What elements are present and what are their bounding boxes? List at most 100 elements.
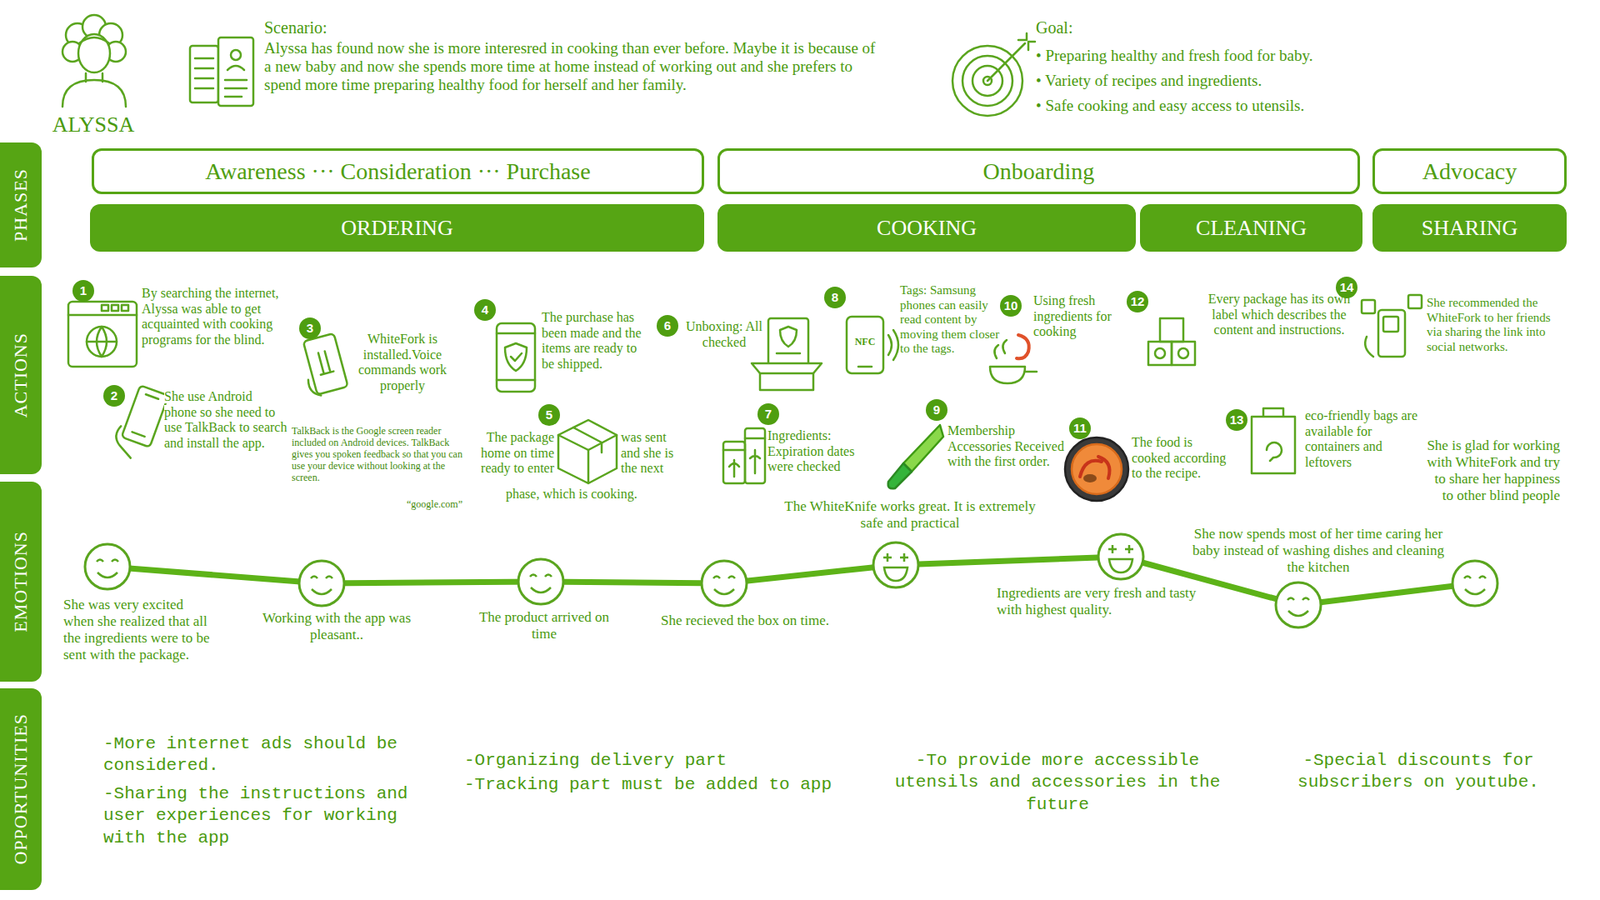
row-tab: EMOTIONS — [0, 481, 42, 682]
label-text: “google.com” — [406, 498, 463, 510]
band-label: CLEANING — [1195, 215, 1307, 241]
callout-number-text: 8 — [831, 290, 839, 305]
section-heading: Goal: — [1035, 18, 1203, 38]
label-text: • Variety of recipes and ingredients. — [1035, 71, 1262, 90]
action-text: The food is cooked according to the reci… — [1131, 435, 1232, 482]
phase-band: Awareness ··· Consideration ··· Purchase — [91, 148, 705, 195]
callout-number: 1 — [72, 280, 95, 302]
goal-item: • Variety of recipes and ingredients. — [1035, 71, 1553, 90]
callout-number-text: 5 — [545, 407, 553, 422]
emotion-face — [701, 560, 747, 606]
label-text: • Safe cooking and easy access to utensi… — [1035, 96, 1305, 115]
action-text: eco-friendly bags are available for cont… — [1305, 408, 1430, 471]
action-text: Ingredients: Expiration dates were check… — [767, 428, 870, 475]
label-text: -More internet ads should be considered. — [103, 734, 398, 775]
footnote: TalkBack is the Google screen reader inc… — [291, 425, 463, 484]
callout-number: 6 — [656, 315, 679, 337]
emotion-face — [1098, 534, 1144, 580]
label-text: The package home on time ready to enter — [480, 430, 555, 475]
label-text: -Sharing the instructions and user exper… — [103, 784, 408, 848]
callout-number: 8 — [824, 286, 846, 309]
knife-icon — [888, 425, 944, 489]
app-phone-icon — [297, 333, 349, 398]
nfc-phone-icon — [846, 316, 899, 374]
purchase-phone-icon — [496, 323, 535, 392]
label-text: Goal: — [1035, 18, 1073, 37]
callout-number: 7 — [757, 403, 780, 425]
callout-number: 9 — [925, 399, 948, 421]
band-label: Awareness ··· Consideration ··· Purchase — [205, 158, 590, 185]
stage-band: COOKING — [717, 204, 1136, 252]
emotion-face — [873, 542, 919, 588]
callout-number-text: 2 — [110, 388, 118, 403]
social-share-icon — [1361, 295, 1422, 357]
band-label: SHARING — [1421, 215, 1519, 241]
label-text: Every package has its own label which de… — [1208, 291, 1351, 337]
callout-number: 2 — [103, 385, 125, 407]
opportunity-text: -More internet ads should be considered. — [103, 733, 437, 778]
label-text: Alyssa has found now she is more interes… — [264, 39, 875, 94]
callout-number-text: 14 — [1340, 280, 1355, 295]
opportunity-text: -To provide more accessible utensils and… — [890, 750, 1225, 816]
label-text: NFC — [855, 335, 876, 348]
label-text: WhiteFork is installed.Voice commands wo… — [358, 331, 447, 393]
label-text: eco-friendly bags are available for cont… — [1305, 408, 1418, 470]
label-text: She is glad for working with WhiteFork a… — [1426, 437, 1560, 504]
action-text: Every package has its own label which de… — [1200, 291, 1359, 339]
action-text: WhiteFork is installed.Voice commands wo… — [348, 331, 457, 395]
label-text: She use Android phone so she need to use… — [164, 389, 287, 450]
label-text: The product arrived on time — [479, 609, 610, 642]
label-text: Ingredients: Expiration dates were check… — [767, 428, 855, 474]
callout-number-text: 13 — [1230, 412, 1245, 427]
action-text: Using fresh ingredients for cooking — [1033, 293, 1132, 340]
eco-bag-icon — [1251, 408, 1295, 474]
action-text: Membership Accessories Received with the… — [947, 423, 1065, 470]
callout-number: 13 — [1225, 409, 1248, 431]
label-text: By searching the internet, Alyssa was ab… — [141, 285, 279, 347]
action-text: Unboxing: All checked — [680, 319, 768, 350]
label-text: Tags: Samsung phones can easily read con… — [900, 283, 1000, 355]
label-text: She now spends most of her time caring h… — [1192, 525, 1445, 575]
callout-number-text: 10 — [1004, 298, 1019, 313]
label-text: The purchase has been made and the items… — [541, 310, 642, 371]
emotion-text: The product arrived on time — [477, 609, 611, 643]
callout-number: 4 — [474, 299, 496, 321]
row-tab: PHASES — [0, 142, 42, 268]
action-text: She recommended the WhiteFork to her fri… — [1426, 295, 1567, 355]
scenario-text: Alyssa has found now she is more interes… — [264, 39, 881, 95]
opportunity-text: -Special discounts for subscribers on yo… — [1280, 750, 1556, 795]
label-text: • Preparing healthy and fresh food for b… — [1035, 46, 1314, 65]
cooking-icon — [990, 335, 1037, 384]
dish-icon — [1065, 437, 1129, 501]
section-heading: Scenario: — [264, 18, 431, 38]
label-text: phase, which is cooking. — [505, 486, 638, 501]
persona-name: ALYSSA — [43, 112, 144, 138]
label-text: -Special discounts for subscribers on yo… — [1297, 750, 1540, 792]
callout-number: 12 — [1126, 290, 1149, 313]
phase-band: Onboarding — [717, 148, 1360, 195]
label-text: ALYSSA — [52, 112, 135, 137]
callout-number-text: 6 — [664, 318, 671, 333]
band-label: ORDERING — [340, 215, 453, 241]
row-tab: ACTIONS — [0, 275, 42, 475]
label-text: Using fresh ingredients for cooking — [1033, 293, 1112, 339]
goal-item: • Preparing healthy and fresh food for b… — [1035, 46, 1553, 65]
action-text: The package home on time ready to enter — [464, 430, 555, 477]
opportunity-text: -Tracking part must be added to app — [464, 774, 856, 796]
stage-band: SHARING — [1372, 204, 1567, 252]
callout-number-text: 11 — [1073, 420, 1087, 435]
emotion-text: She now spends most of her time caring h… — [1189, 525, 1448, 576]
label-text: She recommended the WhiteFork to her fri… — [1426, 295, 1551, 354]
action-text: The purchase has been made and the items… — [541, 310, 649, 373]
emotion-face — [1275, 582, 1321, 628]
action-text: was sent and she is the next — [620, 430, 685, 477]
label-text: Ingredients are very fresh and tasty wit… — [996, 585, 1196, 618]
package-icon — [558, 420, 617, 484]
emotion-text: The WhiteKnife works great. It is extrem… — [772, 498, 1048, 532]
emotion-text: She is glad for working with WhiteFork a… — [1426, 437, 1560, 505]
label-text: TalkBack is the Google screen reader inc… — [291, 425, 463, 484]
labeled-packages-icon — [1148, 318, 1195, 365]
emotion-text: Ingredients are very fresh and tasty wit… — [996, 585, 1224, 619]
band-label: COOKING — [876, 215, 977, 241]
